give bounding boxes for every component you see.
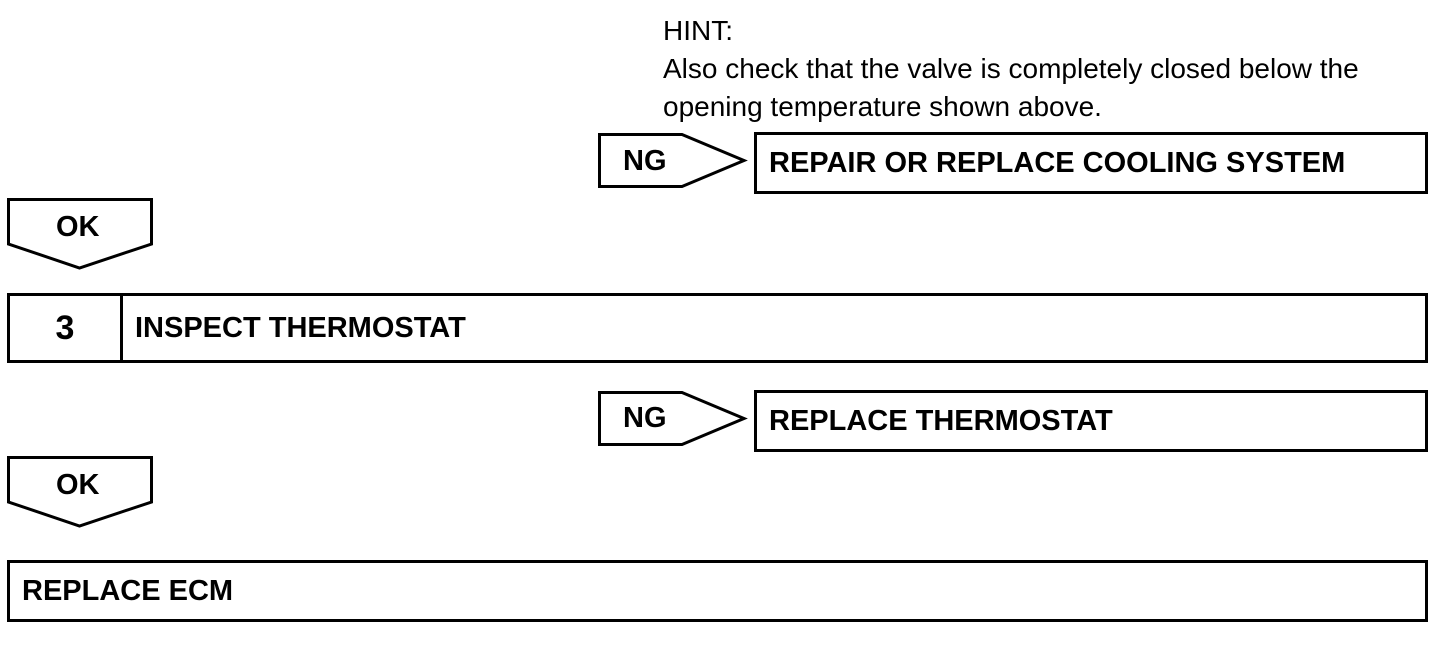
ok-arrow-1 bbox=[7, 198, 153, 270]
hint-note: HINT: Also check that the valve is compl… bbox=[663, 12, 1359, 126]
step-title: INSPECT THERMOSTAT bbox=[135, 311, 466, 344]
ng-action-1: REPAIR OR REPLACE COOLING SYSTEM bbox=[769, 146, 1346, 179]
ng-label-2: NG bbox=[623, 402, 667, 434]
ok-arrow-2 bbox=[7, 456, 153, 528]
step-3-box: 3 INSPECT THERMOSTAT bbox=[7, 293, 1428, 363]
final-action: REPLACE ECM bbox=[22, 574, 234, 607]
ng-action-box-2: REPLACE THERMOSTAT bbox=[754, 390, 1428, 452]
ng-arrow-2 bbox=[598, 391, 748, 446]
ng-arrow-1 bbox=[598, 133, 748, 188]
ng-action-2: REPLACE THERMOSTAT bbox=[769, 404, 1113, 437]
final-action-box: REPLACE ECM bbox=[7, 560, 1428, 622]
hint-line-1: Also check that the valve is completely … bbox=[663, 53, 1359, 84]
ng-action-box-1: REPAIR OR REPLACE COOLING SYSTEM bbox=[754, 132, 1428, 194]
step-number: 3 bbox=[10, 296, 123, 360]
hint-line-2: opening temperature shown above. bbox=[663, 91, 1102, 122]
hint-title: HINT: bbox=[663, 15, 733, 46]
ok-label-1: OK bbox=[56, 211, 100, 243]
ng-label-1: NG bbox=[623, 145, 667, 177]
ok-label-2: OK bbox=[56, 469, 100, 501]
